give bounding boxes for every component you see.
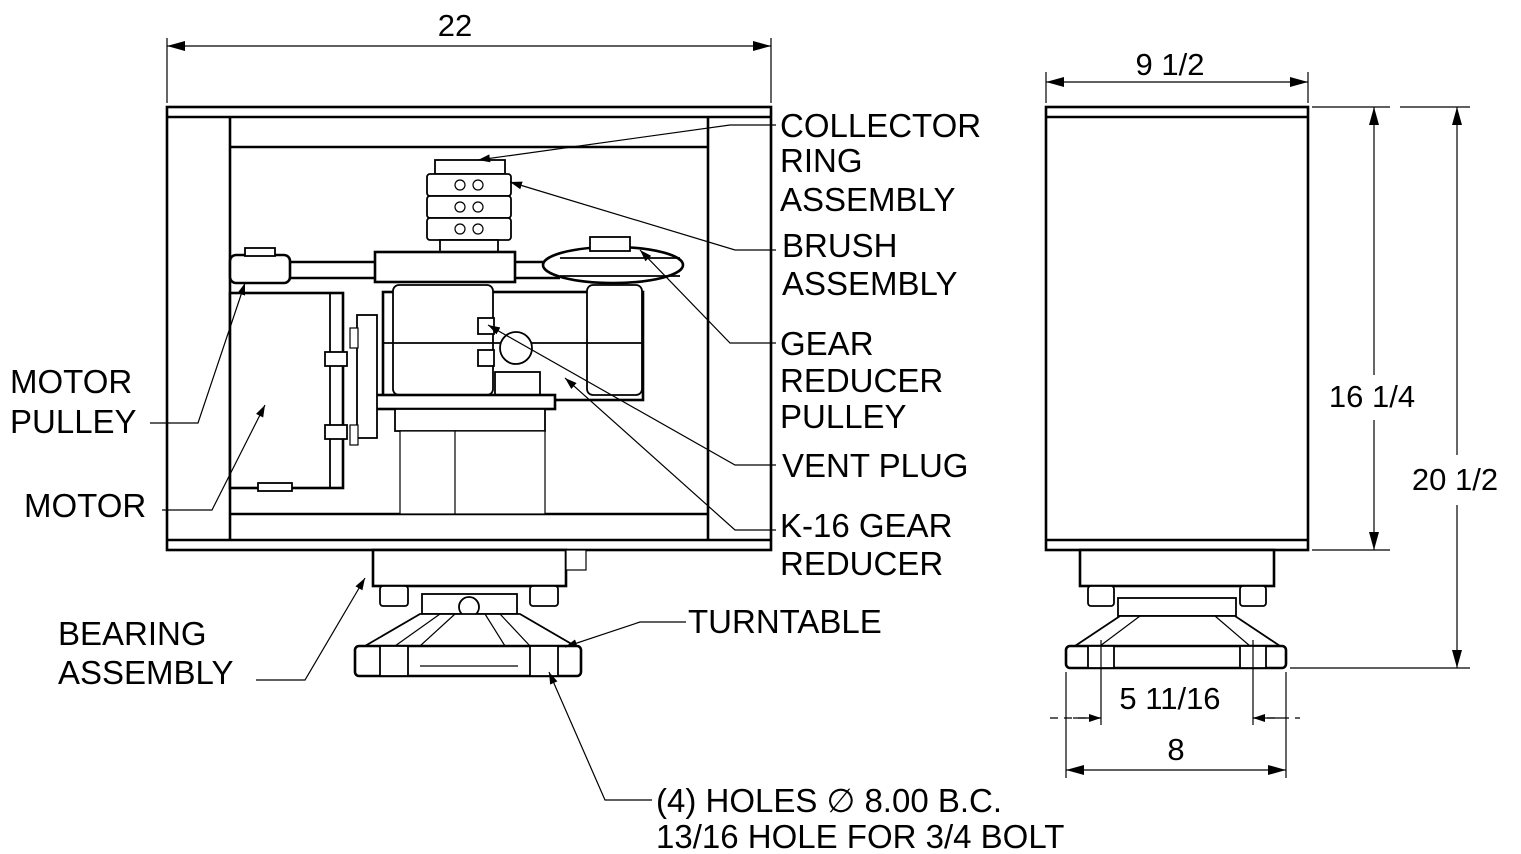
- dim-base-width-label: 8: [1167, 732, 1184, 767]
- dim-overall-width-label: 22: [438, 8, 472, 43]
- label-bearing-assembly-1: BEARING: [58, 615, 207, 652]
- label-holes-note-1: (4) HOLES ∅ 8.00 B.C.: [656, 782, 1002, 819]
- dimension-overall-width: [166, 38, 772, 103]
- label-turntable: TURNTABLE: [688, 603, 882, 640]
- dimension-side-width: [1045, 72, 1309, 103]
- label-brush-assembly-2: ASSEMBLY: [782, 265, 957, 302]
- label-motor-pulley-2: PULLEY: [10, 403, 137, 440]
- label-motor: MOTOR: [24, 487, 146, 524]
- gear-reducer: [349, 284, 645, 515]
- label-k16-gear-reducer-2: REDUCER: [780, 545, 943, 582]
- label-gear-reducer-pulley-1: GEAR: [780, 325, 874, 362]
- side-housing: [1044, 105, 1310, 552]
- dimension-bolt-spacing: [1050, 640, 1300, 725]
- label-bearing-assembly-2: ASSEMBLY: [58, 654, 233, 691]
- label-gear-reducer-pulley-2: REDUCER: [780, 362, 943, 399]
- label-holes-note-2: 13/16 HOLE FOR 3/4 BOLT: [656, 818, 1064, 854]
- motor-shape: [228, 291, 348, 492]
- side-view: [1044, 72, 1470, 778]
- label-collector-ring-3: ASSEMBLY: [780, 181, 955, 218]
- label-vent-plug: VENT PLUG: [782, 447, 968, 484]
- dimension-housing-height: [1312, 106, 1390, 551]
- dim-housing-height-label: 16 1/4: [1329, 379, 1415, 414]
- front-view: [165, 38, 773, 678]
- label-gear-reducer-pulley-3: PULLEY: [780, 398, 907, 435]
- label-k16-gear-reducer-1: K-16 GEAR: [780, 507, 952, 544]
- dimension-overall-height: [1290, 106, 1470, 669]
- dim-overall-height-label: 20 1/2: [1412, 462, 1498, 497]
- dim-bolt-spacing-label: 5 11/16: [1119, 681, 1220, 716]
- dimension-base-width: [1065, 672, 1287, 778]
- leader-lines: [150, 124, 776, 801]
- label-collector-ring-1: COLLECTOR: [780, 107, 981, 144]
- label-motor-pulley-1: MOTOR: [10, 363, 132, 400]
- label-brush-assembly-1: BRUSH: [782, 227, 898, 264]
- bearing-turntable: [353, 548, 587, 678]
- label-collector-ring-2: RING: [780, 142, 863, 179]
- vent-plug-shape: [499, 331, 533, 365]
- collector-ring-stack: [426, 159, 512, 255]
- dim-side-width-label: 9 1/2: [1136, 47, 1205, 82]
